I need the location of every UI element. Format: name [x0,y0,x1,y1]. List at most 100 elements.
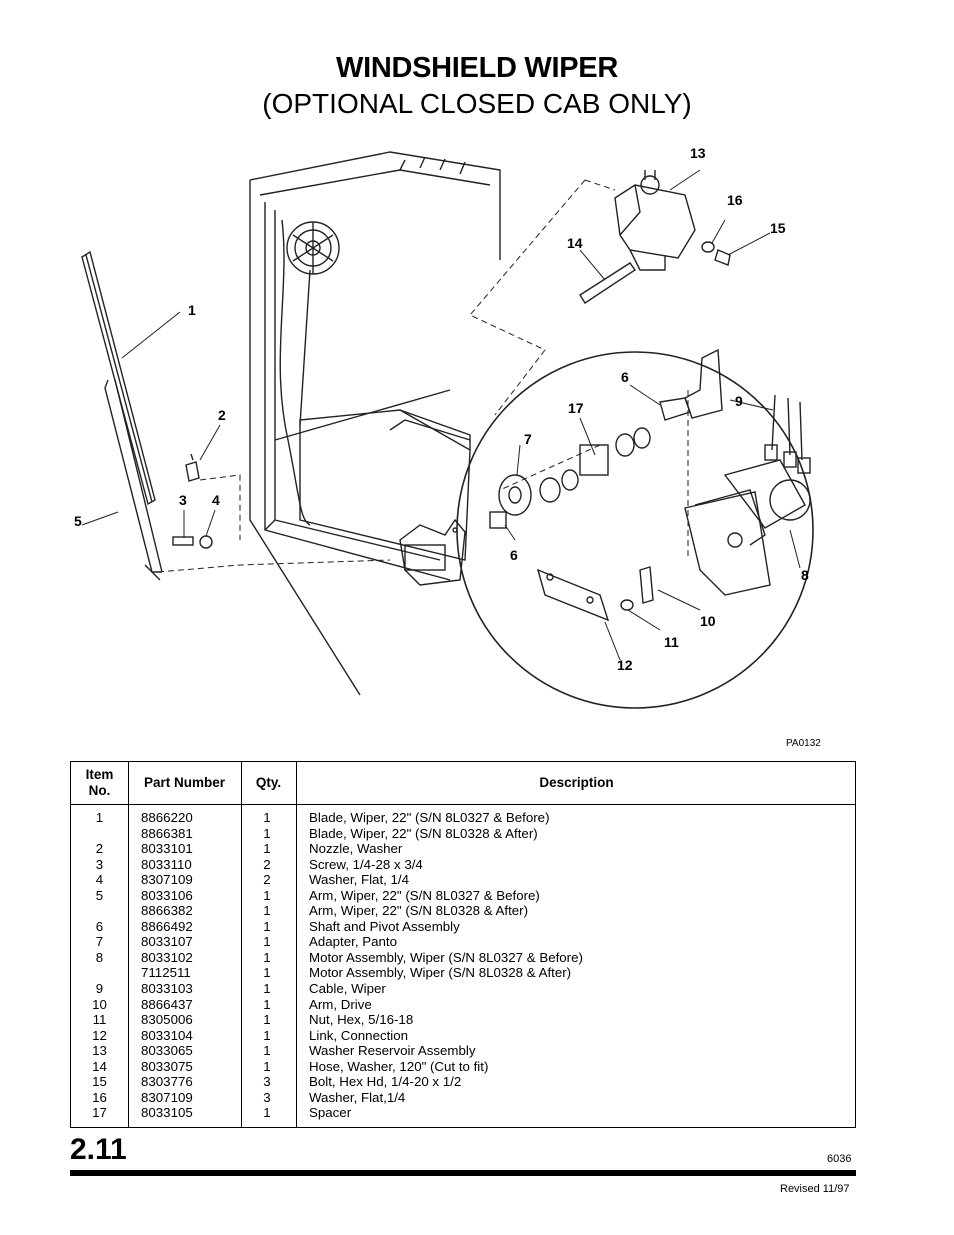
table-cell-qty: 1 [263,825,271,841]
callout-9: 9 [735,393,743,409]
table-cell-part: 8033106 [141,887,193,903]
detail-drawing [489,348,811,622]
table-cell-desc: Spacer [309,1105,352,1121]
callout-1: 1 [188,302,196,318]
table-cell-qty: 1 [263,887,271,903]
table-cell-desc: Washer Reservoir Assembly [309,1043,476,1059]
callout-15: 15 [770,220,786,236]
table-cell-item: 3 [95,856,104,872]
callout-7: 7 [524,431,532,447]
table-cell-part: 8033101 [141,841,193,857]
table-cell-item [71,826,128,842]
table-cell-item [71,965,128,981]
table-cell-part: 8866492 [141,918,193,934]
table-cell-desc: Hose, Washer, 120" (Cut to fit) [309,1058,489,1074]
table-cell-qty: 3 [263,1074,271,1090]
table-cell-item: 9 [95,981,104,997]
table-cell-item: 8 [95,949,104,965]
table-cell-desc: Arm, Wiper, 22" (S/N 8L0328 & After) [309,903,529,919]
header-qty: Qty. [255,775,282,790]
column-description: Blade, Wiper, 22" (S/N 8L0327 & Before) B… [309,810,849,1121]
callout-12: 12 [617,657,633,673]
table-cell-part: 8305006 [141,1012,193,1028]
table-cell-qty: 1 [263,981,271,997]
callout-5: 5 [74,513,82,529]
table-cell-part: 7112511 [141,965,191,981]
table-cell-part: 8307109 [141,1089,193,1105]
table-cell-desc: Bolt, Hex Hd, 1/4-20 x 1/2 [309,1074,462,1090]
revision-date: Revised 11/97 [780,1183,850,1195]
page-title: WINDSHIELD WIPER [336,52,618,84]
table-cell-item: 5 [95,887,104,903]
page-subtitle: (OPTIONAL CLOSED CAB ONLY) [262,88,692,119]
callout-8: 8 [801,567,809,583]
table-cell-desc: Washer, Flat, 1/4 [309,872,410,888]
table-cell-desc: Cable, Wiper [309,981,386,997]
column-divider [296,762,297,1127]
table-cell-part: 8866382 [141,903,193,919]
table-cell-part: 8866220 [141,810,193,825]
table-cell-qty: 1 [263,903,271,919]
table-cell-part: 8033104 [141,1027,193,1043]
column-divider [241,762,242,1127]
table-cell-qty: 2 [263,872,271,888]
table-cell-item: 2 [95,841,104,857]
table-cell-part: 8033105 [141,1105,193,1121]
table-cell-part: 8866437 [141,996,193,1012]
table-cell-item: 4 [95,872,104,888]
table-cell-desc: Arm, Wiper, 22" (S/N 8L0327 & Before) [309,887,540,903]
table-cell-item: 14 [92,1058,107,1074]
callout-6-lower: 6 [510,547,518,563]
header-description: Description [539,775,614,790]
table-cell-part: 8307109 [141,872,193,888]
table-header-row [71,762,855,805]
table-cell-desc: Nut, Hex, 5/16-18 [309,1012,414,1028]
table-cell-item: 6 [95,918,104,934]
table-cell-desc: Adapter, Panto [309,934,397,950]
table-cell-item: 12 [92,1027,107,1043]
callout-4: 4 [212,492,220,508]
dashed-leaders [157,179,689,573]
table-cell-item: 11 [92,1012,107,1028]
table-cell-qty: 1 [263,810,271,825]
table-cell-qty: 1 [263,934,271,950]
table-cell-qty: 2 [263,856,271,872]
wiper-blade-arm-drawing [81,250,213,581]
table-cell-qty: 1 [263,1012,271,1028]
table-cell-desc: Nozzle, Washer [309,841,403,857]
table-cell-qty: 1 [263,841,271,857]
washer-reservoir-drawing [579,170,731,304]
table-cell-part: 8033103 [141,981,193,997]
cab-frame-drawing [249,151,501,696]
table-cell-item: 10 [92,996,107,1012]
table-cell-part: 8303776 [141,1074,193,1090]
leader-lines [81,169,801,661]
table-cell-item: 17 [92,1105,107,1121]
table-cell-item: 13 [92,1043,107,1059]
table-cell-part: 8033107 [141,934,193,950]
detail-circle [456,351,814,709]
table-cell-desc: Blade, Wiper, 22" (S/N 8L0327 & Before) [309,810,550,825]
table-cell-part: 8033065 [141,1043,193,1059]
table-cell-qty: 1 [263,1058,271,1074]
table-cell-part: 8033110 [141,856,192,872]
page-number: 2.11 [70,1133,127,1166]
table-cell-part: 8033102 [141,949,193,965]
table-cell-item: 7 [95,934,104,950]
callout-3: 3 [179,492,187,508]
callout-13: 13 [690,145,706,161]
table-cell-item: 1 [95,810,104,825]
table-cell-desc: Motor Assembly, Wiper (S/N 8L0327 & Befo… [309,949,583,965]
header-part-number: Part Number [143,775,226,790]
table-cell-qty: 1 [263,1043,271,1059]
table-cell-desc: Shaft and Pivot Assembly [309,918,460,934]
table-cell-desc: Screw, 1/4-28 x 3/4 [309,856,423,872]
table-cell-qty: 1 [263,1105,271,1121]
table-cell-qty: 1 [263,996,271,1012]
table-cell-desc: Washer, Flat,1/4 [309,1089,406,1105]
table-cell-desc: Arm, Drive [309,996,372,1012]
